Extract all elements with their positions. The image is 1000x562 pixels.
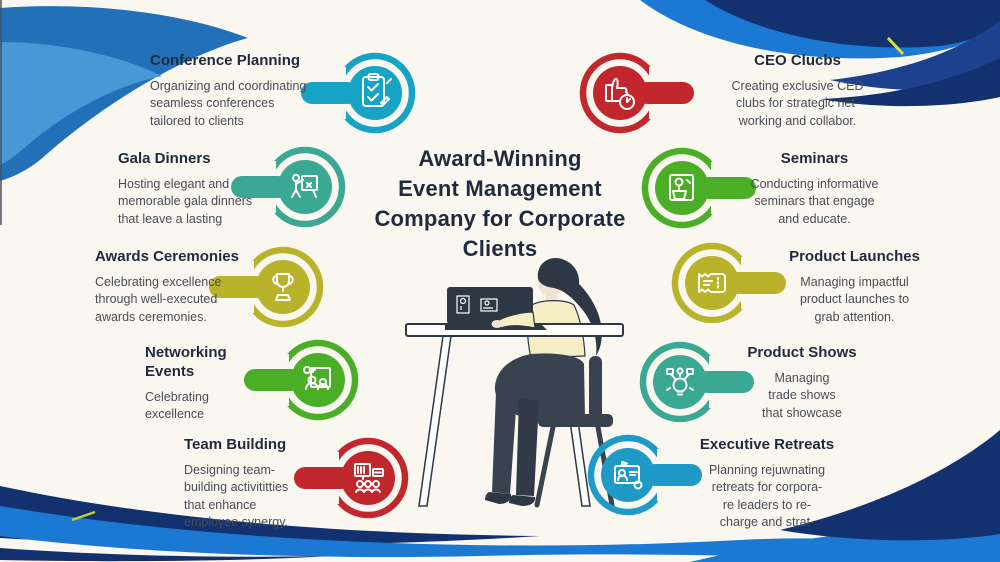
service-title: Team Building bbox=[184, 436, 287, 453]
service-title: CEO Clucbs bbox=[754, 52, 841, 69]
service-ceo-clubs: CEO Clucbs Creating exclusive CED clubs … bbox=[700, 52, 895, 130]
decor-left-edge-line bbox=[0, 0, 2, 225]
service-description: Creating exclusive CED clubs for strateg… bbox=[731, 78, 864, 128]
page-title: Award-Winning Event Management Company f… bbox=[374, 146, 626, 261]
badge-networking-events bbox=[242, 334, 362, 426]
service-title: Executive Retreats bbox=[699, 436, 835, 453]
service-title: Seminars bbox=[780, 150, 849, 167]
service-description: Managing trade shows that showcase bbox=[762, 370, 842, 420]
presenter-board-icon bbox=[291, 174, 318, 198]
trophy-icon bbox=[272, 273, 294, 301]
service-description: Celebrating excellence bbox=[145, 389, 209, 422]
service-description: Celebrating excellence through well-exec… bbox=[95, 274, 222, 324]
people-screen-icon bbox=[303, 366, 331, 390]
badge-team-building bbox=[292, 432, 412, 524]
service-team-building: Team Building Designing team- building a… bbox=[184, 436, 288, 532]
ticket-icon bbox=[698, 273, 726, 293]
clipboard-check-icon bbox=[362, 73, 392, 107]
service-description: Hosting elegant and memorable gala dinne… bbox=[118, 176, 253, 226]
service-description: Planning rejuwnating retreats for corpor… bbox=[708, 462, 826, 530]
service-description: Managing impactful product launches to g… bbox=[799, 274, 910, 324]
badge-product-launches bbox=[668, 237, 788, 329]
service-title: Networking Events bbox=[145, 344, 227, 380]
service-executive-retreats: Executive Retreats Planning rejuwnating … bbox=[672, 436, 862, 532]
badge-awards-ceremonies bbox=[207, 241, 327, 333]
badge-product-shows bbox=[636, 336, 756, 428]
video-meeting-icon bbox=[614, 461, 643, 490]
thumbs-up-clock-icon bbox=[605, 78, 635, 110]
badge-gala-dinners bbox=[229, 141, 349, 233]
service-networking-events: Networking Events Celebrating excellence bbox=[145, 344, 227, 424]
service-title: Product Launches bbox=[789, 248, 920, 265]
service-description: Organizing and coordinating seamless con… bbox=[150, 78, 307, 128]
badge-ceo-clubs bbox=[576, 47, 696, 139]
service-title: Conference Planning bbox=[150, 52, 301, 69]
service-title: Gala Dinners bbox=[118, 150, 211, 167]
service-product-launches: Product Launches Managing impactful prod… bbox=[762, 248, 947, 326]
service-awards-ceremonies: Awards Ceremonies Celebrating excellence… bbox=[95, 248, 239, 326]
service-seminars: Seminars Conducting informative seminars… bbox=[722, 150, 907, 228]
seminar-speaker-icon bbox=[669, 174, 694, 201]
service-title: Awards Ceremonies bbox=[95, 248, 239, 265]
service-gala-dinners: Gala Dinners Hosting elegant and memorab… bbox=[118, 150, 252, 228]
idea-bulb-icon bbox=[666, 367, 694, 396]
badge-conference-planning bbox=[299, 47, 419, 139]
woman-at-laptop-illustration bbox=[405, 257, 624, 508]
service-description: Conducting informative seminars that eng… bbox=[750, 176, 879, 226]
badge-executive-retreats bbox=[584, 429, 704, 521]
service-title: Product Shows bbox=[747, 344, 857, 361]
service-description: Designing team- building activititties t… bbox=[184, 462, 289, 530]
service-product-shows: Product Shows Managing trade shows that … bbox=[712, 344, 892, 422]
service-conference-planning: Conference Planning Organizing and coord… bbox=[150, 52, 306, 130]
badge-seminars bbox=[638, 142, 758, 234]
